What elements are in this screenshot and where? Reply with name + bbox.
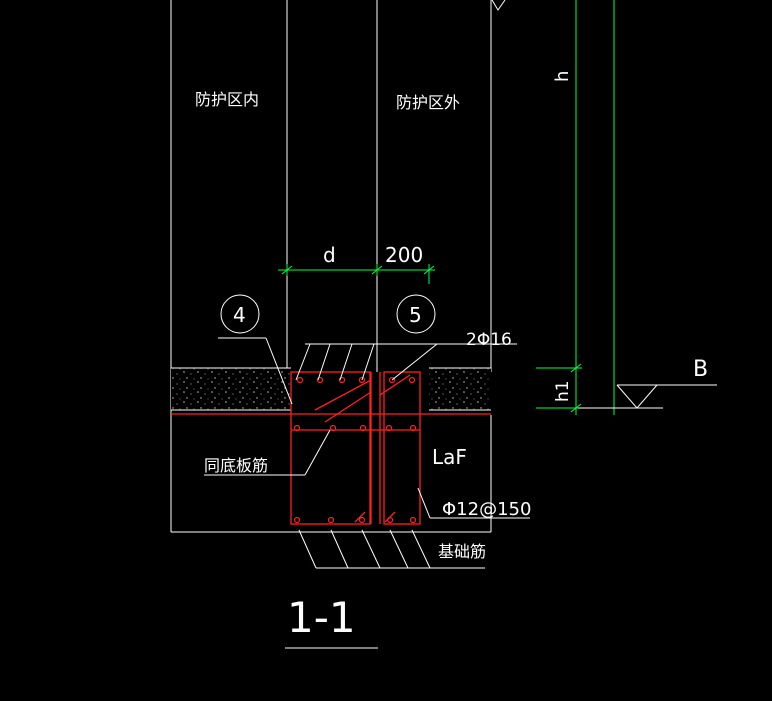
label-laf: LaF bbox=[432, 445, 467, 469]
label-floor-rebar: 同底板筋 bbox=[204, 456, 268, 475]
label-rebar-2phi16: 2Φ16 bbox=[466, 330, 512, 350]
callout-5-circle bbox=[396, 294, 436, 334]
label-dim-h: h bbox=[552, 71, 573, 82]
label-dim-d: d bbox=[323, 243, 336, 267]
label-stirrup: Φ12@150 bbox=[442, 499, 531, 520]
rebar-points bbox=[293, 376, 417, 524]
ground-reference bbox=[578, 384, 717, 409]
callout-4-circle bbox=[220, 294, 260, 334]
label-dim-200: 200 bbox=[385, 243, 423, 267]
dimension-top bbox=[278, 264, 435, 284]
callout-5-label: 5 bbox=[409, 303, 422, 327]
callout-4-label: 4 bbox=[233, 303, 246, 327]
dimension-right bbox=[536, 0, 615, 415]
rebar-cage bbox=[171, 371, 491, 525]
wall-outline bbox=[170, 0, 506, 533]
concrete-slab bbox=[171, 367, 491, 411]
leader-lines bbox=[204, 337, 530, 649]
label-ref-B: B bbox=[693, 357, 708, 382]
section-title: 1-1 bbox=[287, 593, 356, 642]
label-foundation-rebar: 基础筋 bbox=[438, 542, 486, 561]
label-inside-zone: 防护区内 bbox=[195, 90, 259, 109]
label-outside-zone: 防护区外 bbox=[396, 93, 460, 112]
label-dim-h1: h1 bbox=[553, 380, 573, 402]
